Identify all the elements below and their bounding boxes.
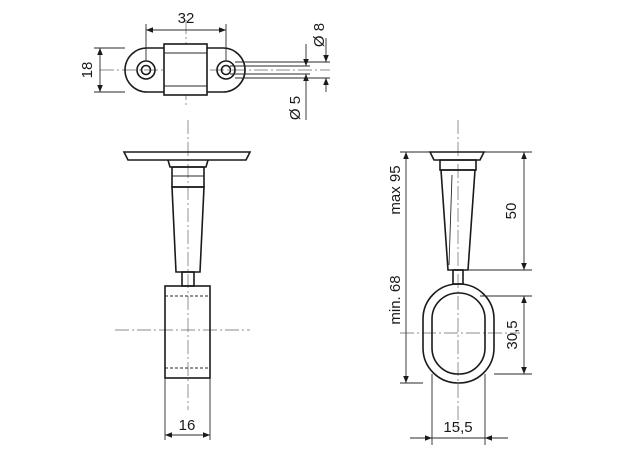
dim-ring-30-5: 30,5: [504, 320, 521, 349]
dim-min-68: min. 68: [387, 275, 404, 324]
left-hole: [136, 60, 156, 80]
oval-ring-inner: [431, 292, 486, 375]
side-cap: [428, 151, 486, 161]
dim-max-95: max 95: [387, 165, 404, 214]
oval-ring-outer: [422, 283, 495, 384]
tapered-post: [171, 186, 205, 273]
dim-hole-outer: Ø 8: [311, 23, 328, 47]
dim-upper-50: 50: [503, 203, 520, 220]
dim-tube-16: 16: [179, 417, 196, 434]
top-view: 32 18 Ø 8 Ø 5: [79, 10, 330, 120]
front-view: 16: [115, 120, 252, 440]
center-boss: [163, 43, 208, 96]
dim-width-32: 32: [178, 10, 195, 27]
tube: [164, 285, 211, 379]
dim-ring-15-5: 15,5: [443, 419, 472, 436]
dim-height-18: 18: [79, 62, 96, 79]
side-view: max 95 min. 68 50 30,5 15,5: [387, 120, 532, 445]
right-hole: [216, 60, 236, 80]
base-plate: [122, 151, 252, 161]
dim-hole-inner: Ø 5: [287, 96, 304, 120]
